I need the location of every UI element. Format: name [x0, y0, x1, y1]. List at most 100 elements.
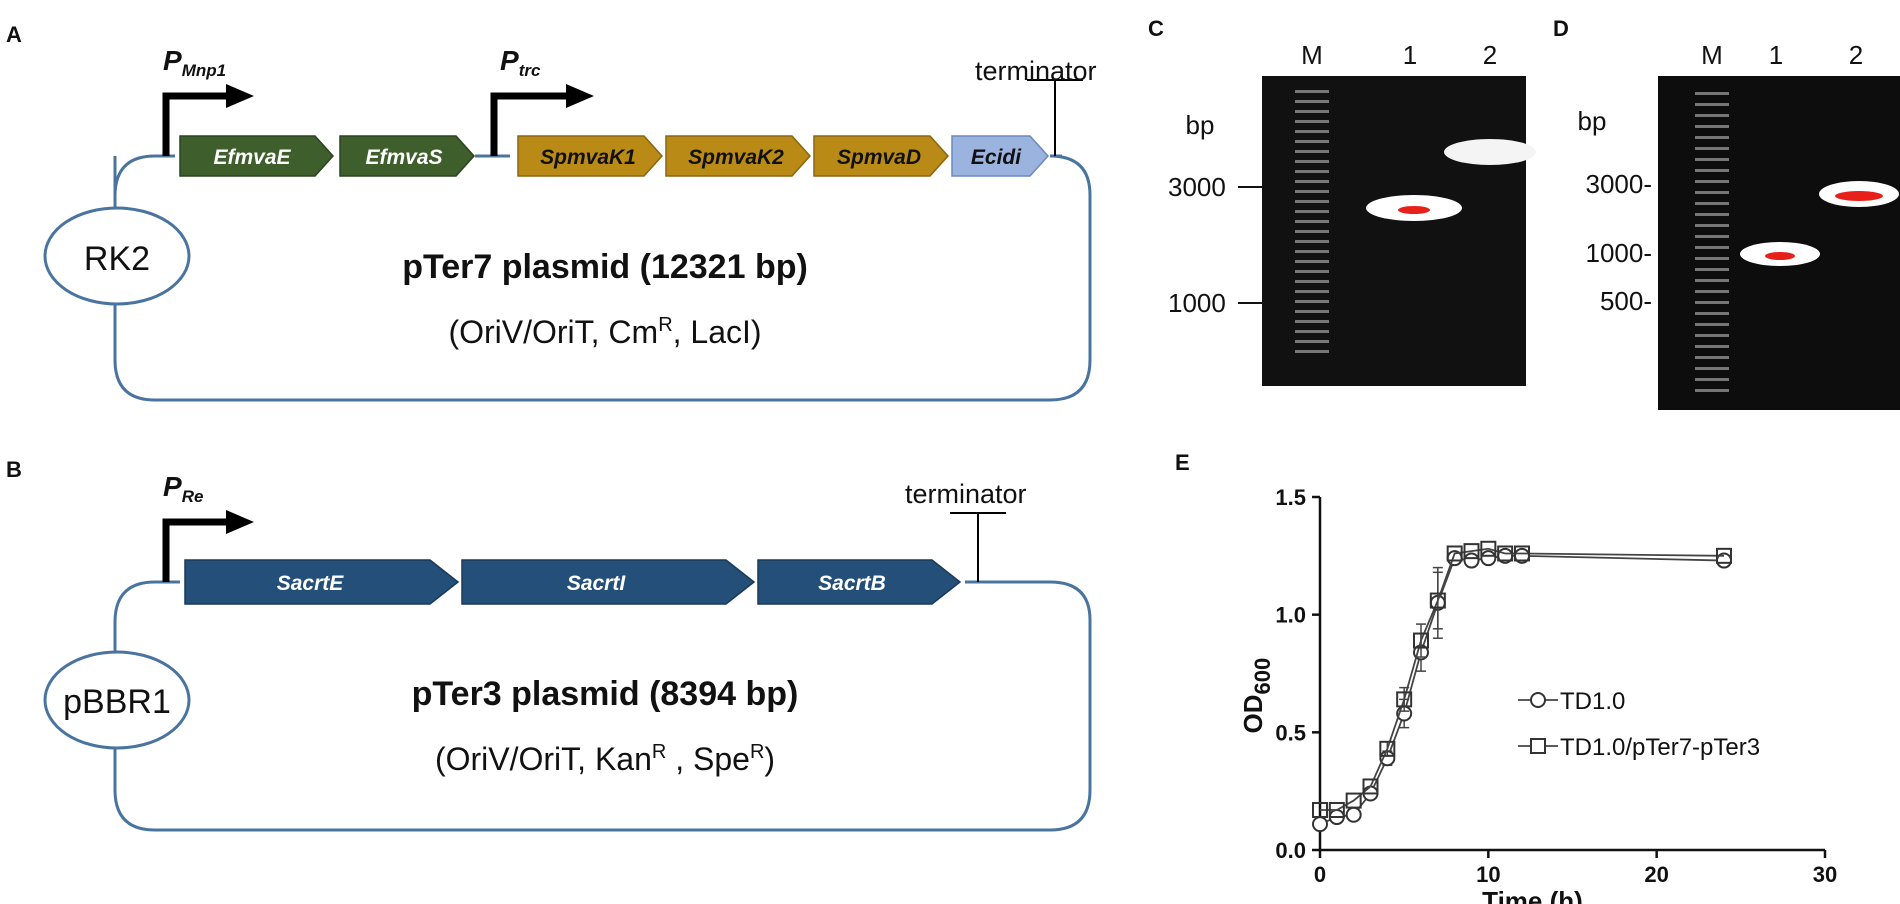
ladder-band — [1295, 90, 1329, 93]
ladder-band — [1295, 150, 1329, 153]
x-tick-label: 0 — [1314, 862, 1326, 887]
y-tick-label: 1.0 — [1275, 603, 1306, 628]
promoter-re-arrowhead — [226, 510, 254, 534]
ladder-band — [1295, 280, 1329, 283]
promoter-mnp1-arrow — [162, 92, 230, 156]
ladder-band — [1295, 300, 1329, 303]
gel-d-lane-m: M — [1701, 40, 1723, 70]
ladder-band — [1295, 290, 1329, 293]
plasmid-b-corner — [113, 580, 180, 623]
gene-sacrti: SacrtI — [461, 559, 756, 605]
legend-label: TD1.0/pTer7-pTer3 — [1560, 734, 1760, 761]
ladder-band — [1295, 170, 1329, 173]
ladder-band — [1695, 213, 1729, 216]
gel-d-lane-2: 2 — [1849, 40, 1863, 70]
ladder-band — [1695, 147, 1729, 150]
promoter-re-label: PRe — [163, 471, 203, 506]
data-point-square — [1497, 545, 1514, 562]
gene-ecidi: Ecidi — [951, 135, 1050, 177]
ladder-band — [1295, 230, 1329, 233]
ladder-band — [1695, 367, 1729, 370]
panel-d: D M 1 2 bp 3000- 1000- 500- — [1553, 16, 1900, 410]
y-tick-label: 1.5 — [1275, 485, 1306, 510]
ladder-band — [1695, 246, 1729, 249]
ladder-band — [1295, 100, 1329, 103]
plasmid-b-markers: (OriV/OriT, KanR , SpeR) — [435, 741, 775, 777]
gel-c-band-lane2 — [1444, 139, 1536, 165]
ladder-band — [1695, 202, 1729, 205]
panel-label-d: D — [1553, 16, 1569, 41]
plasmid-a-origin-label: RK2 — [84, 240, 150, 278]
gene-sacrte: SacrtE — [184, 559, 460, 605]
ladder-band — [1295, 310, 1329, 313]
data-point-square — [1396, 691, 1413, 708]
ladder-band — [1695, 301, 1729, 304]
data-point-square — [1413, 632, 1429, 649]
svg-text:SacrtE: SacrtE — [277, 572, 345, 595]
promoter-mnp1-arrowhead — [226, 84, 254, 108]
gel-c-ladder — [1295, 90, 1329, 353]
ladder-band — [1295, 140, 1329, 143]
svg-text:SpmvaK2: SpmvaK2 — [688, 146, 784, 169]
gene-spmvak1: SpmvaK1 — [517, 135, 664, 177]
gel-d-lane-1: 1 — [1769, 40, 1783, 70]
data-point-square — [1345, 792, 1362, 809]
panel-label-c: C — [1148, 16, 1164, 41]
data-point-square — [1716, 547, 1732, 564]
ladder-band — [1695, 235, 1729, 238]
y-tick-label: 0.0 — [1275, 838, 1306, 863]
gel-d-unit: bp — [1578, 106, 1607, 136]
ladder-band — [1695, 345, 1729, 348]
data-point-square — [1514, 545, 1530, 562]
panel-a: A RK2 PMnp1 Ptrc terminator EfmvaE Efmva… — [6, 22, 1097, 402]
promoter-mnp1-label: PMnp1 — [163, 45, 226, 80]
gene-spmvak2: SpmvaK2 — [665, 135, 812, 177]
data-point-square — [1463, 543, 1480, 560]
data-point-square — [1429, 592, 1446, 609]
data-point-square — [1312, 801, 1328, 818]
ladder-band — [1695, 389, 1729, 392]
gel-d-tick-3000: 3000- — [1586, 169, 1653, 199]
data-point-square — [1362, 778, 1379, 795]
ladder-band — [1695, 92, 1729, 95]
gel-c-band-lane1 — [1366, 195, 1462, 221]
plasmid-a-origin — [43, 206, 191, 306]
gene-efmvas: EfmvaS — [339, 135, 476, 177]
ladder-band — [1295, 240, 1329, 243]
ladder-band — [1695, 191, 1729, 194]
data-point-square — [1446, 545, 1463, 562]
ladder-band — [1295, 220, 1329, 223]
series-line — [1319, 554, 1725, 825]
svg-text:EfmvaS: EfmvaS — [365, 146, 442, 169]
svg-text:SacrtI: SacrtI — [567, 572, 627, 595]
ladder-band — [1295, 110, 1329, 113]
gel-c-lane-m: M — [1301, 40, 1323, 70]
svg-text:SacrtB: SacrtB — [818, 572, 886, 595]
ladder-band — [1695, 136, 1729, 139]
data-point-square — [1480, 540, 1497, 557]
panel-label-e: E — [1175, 450, 1190, 475]
ladder-band — [1695, 125, 1729, 128]
promoter-trc-arrowhead — [566, 84, 594, 108]
panel-label-a: A — [6, 22, 22, 47]
plasmid-b-backbone — [113, 580, 1092, 832]
ladder-band — [1695, 114, 1729, 117]
ladder-band — [1295, 210, 1329, 213]
plasmid-a-title: pTer7 plasmid (12321 bp) — [402, 248, 808, 286]
data-point-circle — [1480, 550, 1497, 567]
data-point-circle — [1345, 806, 1362, 823]
ladder-band — [1695, 158, 1729, 161]
gel-d-band-lane1 — [1740, 242, 1820, 266]
x-tick-label: 10 — [1476, 862, 1500, 887]
ladder-band — [1295, 320, 1329, 323]
gel-d-tick-1000: 1000- — [1586, 238, 1653, 268]
ladder-band — [1295, 190, 1329, 193]
ladder-band — [1295, 160, 1329, 163]
plasmid-a-markers: (OriV/OriT, CmR, LacI) — [448, 314, 761, 350]
series-1 — [1312, 547, 1732, 833]
ladder-band — [1695, 180, 1729, 183]
